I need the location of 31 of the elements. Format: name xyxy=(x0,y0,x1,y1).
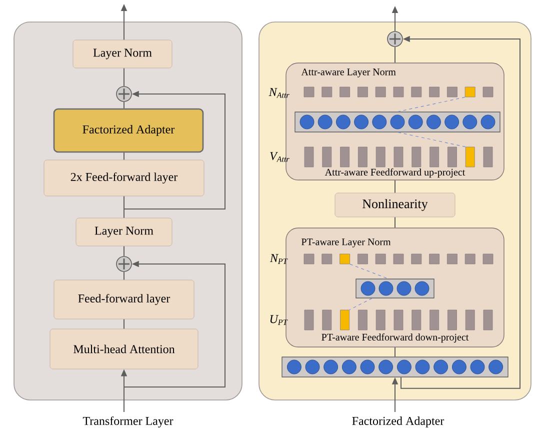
highlighted-cell xyxy=(340,310,350,330)
matrix-symbol: U$_{PT}$ xyxy=(270,315,288,325)
highlighted-cell xyxy=(340,254,350,264)
sum-circle xyxy=(116,256,132,272)
layer-box: 2x Feed-forward layer xyxy=(44,160,204,196)
matrix-symbol: N$_{Attr}$ xyxy=(268,88,290,98)
connector-line xyxy=(394,46,396,64)
layer-box: Nonlinearity xyxy=(334,192,456,218)
projection-line xyxy=(349,298,372,310)
projection-line xyxy=(350,264,388,279)
connector-line xyxy=(394,180,396,194)
layer-box: Layer Norm xyxy=(72,40,172,68)
projection-line xyxy=(398,96,466,112)
sum-circle xyxy=(387,31,403,47)
panel-caption: Factorized Adapter xyxy=(352,416,444,428)
panel-caption: Transformer Layer xyxy=(82,416,174,428)
layer-box: Multi-head Attention xyxy=(50,328,198,370)
layer-box: Feed-forward layer xyxy=(54,280,194,320)
connector-line xyxy=(394,216,396,228)
neuron-bar xyxy=(356,278,434,298)
layer-box: Factorized Adapter xyxy=(53,108,204,153)
matrix-symbol: N$_{PT}$ xyxy=(270,254,288,264)
projection-line xyxy=(398,132,466,148)
neuron-bar xyxy=(294,112,500,132)
sum-circle xyxy=(116,86,132,102)
connector-line xyxy=(394,346,396,358)
layer-box: Layer Norm xyxy=(76,218,172,246)
highlighted-cell xyxy=(465,146,475,168)
neuron-bar xyxy=(282,356,508,378)
matrix-symbol: V$_{Attr}$ xyxy=(270,152,290,162)
highlighted-cell xyxy=(464,86,476,98)
